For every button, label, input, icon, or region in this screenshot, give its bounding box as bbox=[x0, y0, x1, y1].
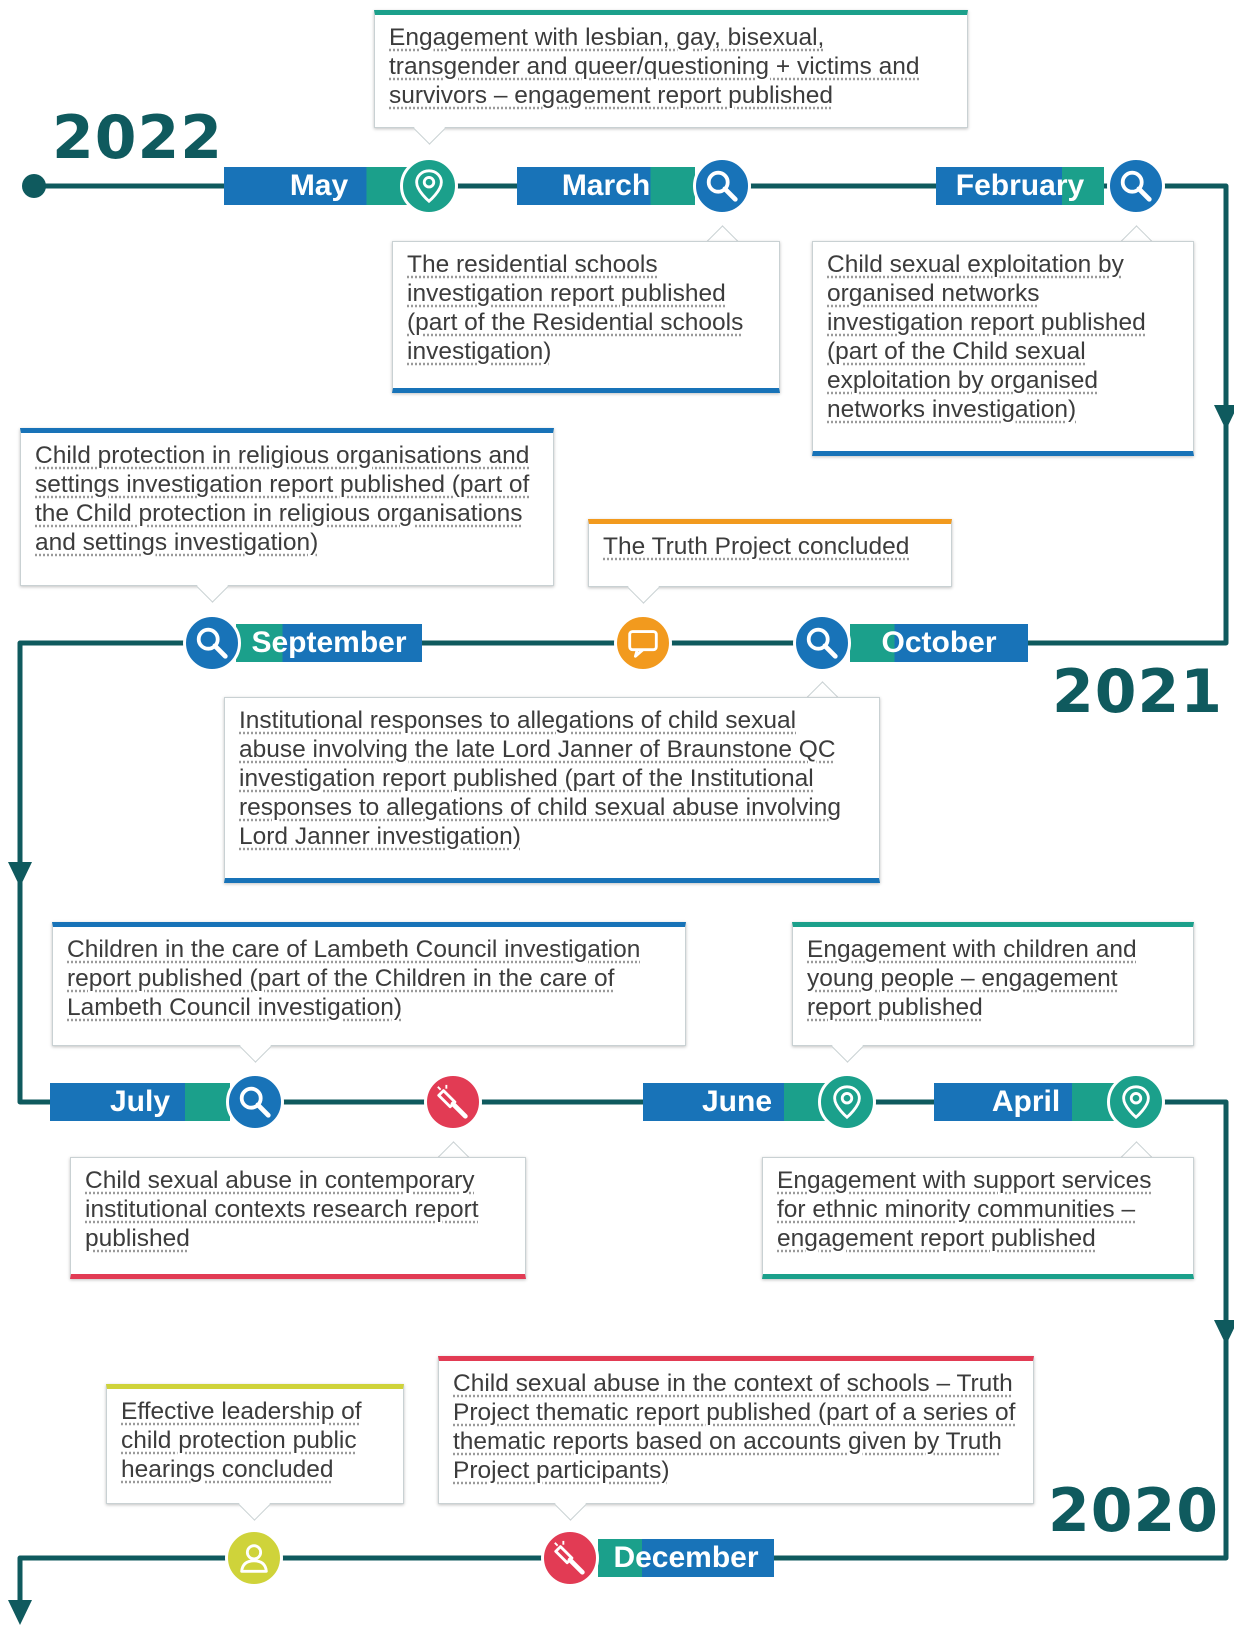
callout-truth-project: The Truth Project concluded bbox=[588, 519, 952, 587]
callout-text: Engagement with children and young peopl… bbox=[807, 936, 1137, 1021]
investigation-node-october bbox=[793, 614, 851, 672]
year-2020-label: 2020 bbox=[1048, 1476, 1219, 1546]
callout-text: Child sexual abuse in the context of sch… bbox=[453, 1370, 1016, 1484]
location-pin-icon bbox=[415, 169, 443, 204]
callout-young-people: Engagement with children and young peopl… bbox=[792, 922, 1194, 1046]
investigation-node-february bbox=[1107, 157, 1165, 215]
callout-ethnic-minority: Engagement with support services for eth… bbox=[762, 1157, 1194, 1279]
person-icon bbox=[240, 1544, 268, 1573]
search-icon bbox=[706, 170, 738, 202]
search-icon bbox=[196, 627, 228, 659]
flashlight-icon bbox=[437, 1084, 468, 1119]
callout-contemporary-contexts: Child sexual abuse in contemporary insti… bbox=[70, 1157, 526, 1279]
month-september: September bbox=[236, 624, 422, 662]
callout-text: Child sexual abuse in contemporary insti… bbox=[85, 1167, 479, 1252]
hearing-node bbox=[225, 1529, 283, 1587]
truth-project-node bbox=[614, 614, 672, 672]
investigation-node-march bbox=[693, 157, 751, 215]
callout-lord-janner: Institutional responses to allegations o… bbox=[224, 697, 880, 883]
engagement-node-may bbox=[400, 157, 458, 215]
location-pin-icon bbox=[1122, 1085, 1150, 1120]
callout-text: Institutional responses to allegations o… bbox=[239, 707, 841, 850]
callout-schools-thematic: Child sexual abuse in the context of sch… bbox=[438, 1356, 1034, 1504]
investigation-node-july bbox=[226, 1073, 284, 1131]
callout-text: Child protection in religious organisati… bbox=[35, 442, 530, 556]
year-2021-label: 2021 bbox=[1052, 657, 1223, 727]
month-june: June bbox=[643, 1083, 831, 1121]
flashlight-icon bbox=[554, 1540, 585, 1575]
callout-text: Effective leadership of child protection… bbox=[121, 1398, 362, 1483]
research-node bbox=[424, 1073, 482, 1131]
research-node-december bbox=[541, 1529, 599, 1587]
callout-text: Engagement with support services for eth… bbox=[777, 1167, 1152, 1252]
month-october: October bbox=[850, 624, 1028, 662]
callout-text: Child sexual exploitation by organised n… bbox=[827, 251, 1146, 423]
callout-lambeth: Children in the care of Lambeth Council … bbox=[52, 922, 686, 1046]
location-pin-icon bbox=[833, 1085, 861, 1120]
month-february: February bbox=[936, 167, 1104, 205]
search-icon bbox=[239, 1086, 271, 1118]
callout-residential-schools: The residential schools investigation re… bbox=[392, 241, 780, 393]
search-icon bbox=[806, 627, 838, 659]
year-2022-label: 2022 bbox=[52, 103, 223, 173]
engagement-node-april bbox=[1107, 1073, 1165, 1131]
speech-bubble-icon bbox=[628, 630, 658, 658]
month-march: March bbox=[517, 167, 695, 205]
engagement-node-june bbox=[818, 1073, 876, 1131]
callout-cse-networks: Child sexual exploitation by organised n… bbox=[812, 241, 1194, 456]
callout-text: Children in the care of Lambeth Council … bbox=[67, 936, 641, 1021]
month-december: December bbox=[598, 1539, 774, 1577]
callout-text: Engagement with lesbian, gay, bisexual, … bbox=[389, 24, 920, 109]
callout-text: The Truth Project concluded bbox=[603, 533, 910, 560]
callout-text: The residential schools investigation re… bbox=[407, 251, 744, 365]
search-icon bbox=[1120, 170, 1152, 202]
callout-effective-leadership: Effective leadership of child protection… bbox=[106, 1384, 404, 1504]
callout-religious-organisations: Child protection in religious organisati… bbox=[20, 428, 554, 586]
investigation-node-september bbox=[183, 614, 241, 672]
callout-lgbtq-engagement: Engagement with lesbian, gay, bisexual, … bbox=[374, 10, 968, 128]
month-july: July bbox=[50, 1083, 230, 1121]
month-april: April bbox=[934, 1083, 1118, 1121]
month-may: May bbox=[224, 167, 414, 205]
